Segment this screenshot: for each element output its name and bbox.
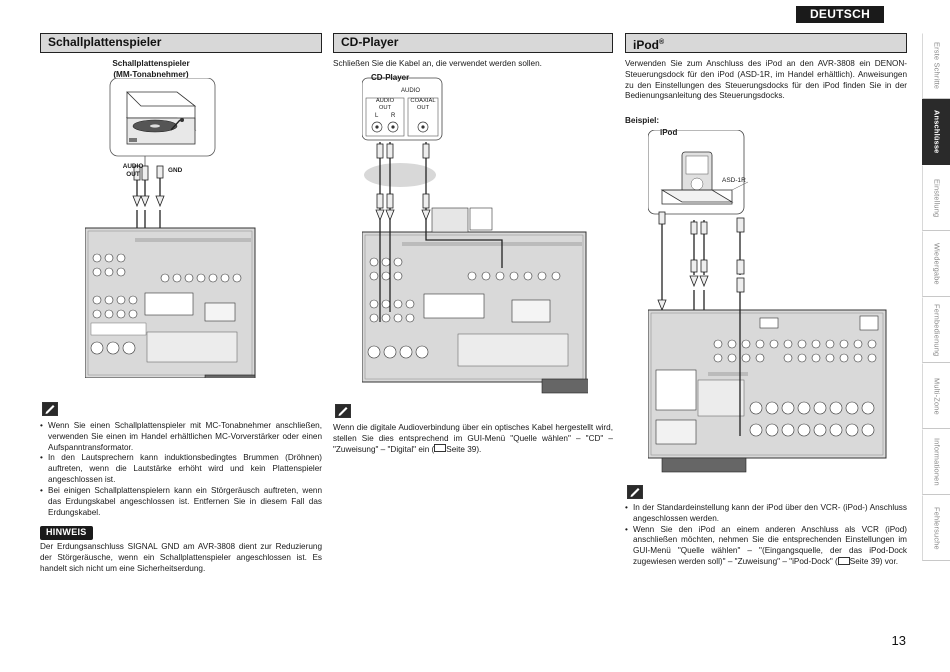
notes-pencil-icon: [42, 402, 58, 416]
turntable-section-title: Schallplattenspieler: [40, 33, 322, 53]
tab-multi-zone[interactable]: Multi-Zone: [922, 363, 950, 429]
tab-fernbedienung[interactable]: Fernbedienung: [922, 297, 950, 363]
notes-pencil-icon: [335, 404, 351, 418]
ipod-note-2: Wenn Sie den iPod an einem anderen Ansch…: [625, 525, 907, 568]
cdplayer-coaxial-out-label: COAXIAL OUT: [408, 98, 438, 111]
page-reference-icon: [837, 556, 850, 565]
tab-einstellung[interactable]: Einstellung: [922, 165, 950, 231]
tab-informationen[interactable]: Informationen: [922, 429, 950, 495]
tab-label: Erste Schritte: [932, 42, 942, 90]
cdplayer-note-ref: Seite 39).: [446, 444, 482, 454]
cdplayer-note-text: Wenn die digitale Audioverbindung über e…: [333, 423, 613, 454]
ipod-notes-list: In der Standardeinstellung kann der iPod…: [625, 503, 907, 568]
ipod-title-text: iPod: [633, 38, 659, 52]
page-number: 13: [891, 633, 906, 648]
ipod-note-2-ref: Seite 39) vor.: [849, 557, 899, 567]
page-reference-icon: [434, 444, 447, 453]
cd-coaxial-line2: OUT: [416, 104, 430, 111]
ipod-title-sup: ®: [659, 39, 665, 46]
ipod-section: iPod®: [625, 33, 907, 53]
cdplayer-device-label: CD-Player: [371, 73, 410, 82]
ipod-dock-label: ASD-1R: [722, 177, 746, 184]
hinweis-text: Der Erdungsanschluss SIGNAL GND am AVR-3…: [40, 542, 322, 573]
turntable-label-line2: (MM-Tonabnehmer): [113, 69, 189, 79]
cdplayer-connection-diagram: [362, 72, 588, 394]
turntable-notes: Wenn Sie einen Schallplattenspieler mit …: [40, 421, 322, 518]
tab-label: Wiedergabe: [932, 243, 942, 285]
cdplayer-diagram-svg: [362, 77, 588, 394]
ipod-note-1: In der Standardeinstellung kann der iPod…: [625, 503, 907, 525]
turntable-note-1: Wenn Sie einen Schallplattenspieler mit …: [40, 421, 322, 453]
cdplayer-audio-label: AUDIO: [401, 88, 421, 94]
tab-label: Multi-Zone: [932, 377, 942, 415]
cd-audio-out-line1: AUDIO: [375, 98, 395, 104]
ipod-dock-icon: [660, 151, 734, 205]
cdplayer-left-label: L: [375, 113, 379, 119]
ipod-note-2-text: Wenn Sie den iPod an einem anderen Ansch…: [633, 524, 907, 567]
cdplayer-intro: Schließen Sie die Kabel an, die verwende…: [333, 59, 542, 68]
turntable-diagram-svg: [85, 78, 256, 378]
tab-fehlersuche[interactable]: Fehlersuche: [922, 495, 950, 561]
turntable-audio-out-label: AUDIO OUT: [113, 163, 153, 178]
chapter-tabs: Erste Schritte Anschlüsse Einstellung Wi…: [922, 33, 950, 561]
ipod-connection-diagram: [648, 130, 888, 475]
tab-label: Einstellung: [932, 178, 942, 218]
turntable-section: Schallplattenspieler: [40, 33, 322, 53]
ipod-example-label: Beispiel:: [625, 116, 660, 125]
receiver-back-panel-2: [362, 207, 587, 383]
cdplayer-audio-out-label: AUDIO OUT: [366, 98, 404, 111]
ipod-device-label: iPod: [660, 128, 678, 137]
ipod-section-title: iPod®: [625, 33, 907, 53]
receiver-back-panel-1: [85, 227, 256, 378]
tab-wiedergabe[interactable]: Wiedergabe: [922, 231, 950, 297]
audio-out-label-line1: AUDIO: [122, 163, 144, 170]
tab-label: Informationen: [932, 438, 942, 486]
turntable-icon: [125, 91, 197, 145]
cd-coaxial-line1: COAXIAL: [410, 98, 436, 104]
notes-pencil-icon: [627, 485, 643, 499]
tab-erste-schritte[interactable]: Erste Schritte: [922, 33, 950, 99]
turntable-note-3: Bei einigen Schallplattenspielern kann e…: [40, 486, 322, 518]
receiver-back-panel-3: [648, 309, 887, 459]
ipod-intro: Verwenden Sie zum Anschluss des iPod an …: [625, 59, 907, 101]
language-badge: DEUTSCH: [796, 6, 884, 23]
turntable-notes-list: Wenn Sie einen Schallplattenspieler mit …: [40, 421, 322, 518]
tab-label: Anschlüsse: [932, 110, 942, 154]
cdplayer-section: CD-Player: [333, 33, 613, 53]
turntable-gnd-label: GND: [168, 167, 183, 174]
turntable-note-2: In den Lautsprechern kann induktionsbedi…: [40, 453, 322, 485]
tab-label: Fernbedienung: [932, 303, 942, 357]
turntable-connection-diagram: [85, 78, 325, 378]
hinweis-badge: HINWEIS: [40, 526, 93, 540]
ipod-notes: In der Standardeinstellung kann der iPod…: [625, 503, 907, 568]
cdplayer-section-title: CD-Player: [333, 33, 613, 53]
turntable-label-line1: Schallplattenspieler: [112, 59, 190, 68]
tab-label: Fehlersuche: [932, 506, 942, 550]
cdplayer-right-label: R: [391, 113, 396, 119]
ipod-diagram-svg: [648, 130, 887, 473]
tab-anschluesse[interactable]: Anschlüsse: [922, 99, 950, 165]
cd-audio-out-line2: OUT: [378, 104, 392, 111]
audio-out-label-line2: OUT: [126, 170, 140, 178]
cdplayer-note: Wenn die digitale Audioverbindung über e…: [333, 423, 613, 455]
turntable-device-label: Schallplattenspieler (MM-Tonabnehmer): [40, 59, 262, 80]
